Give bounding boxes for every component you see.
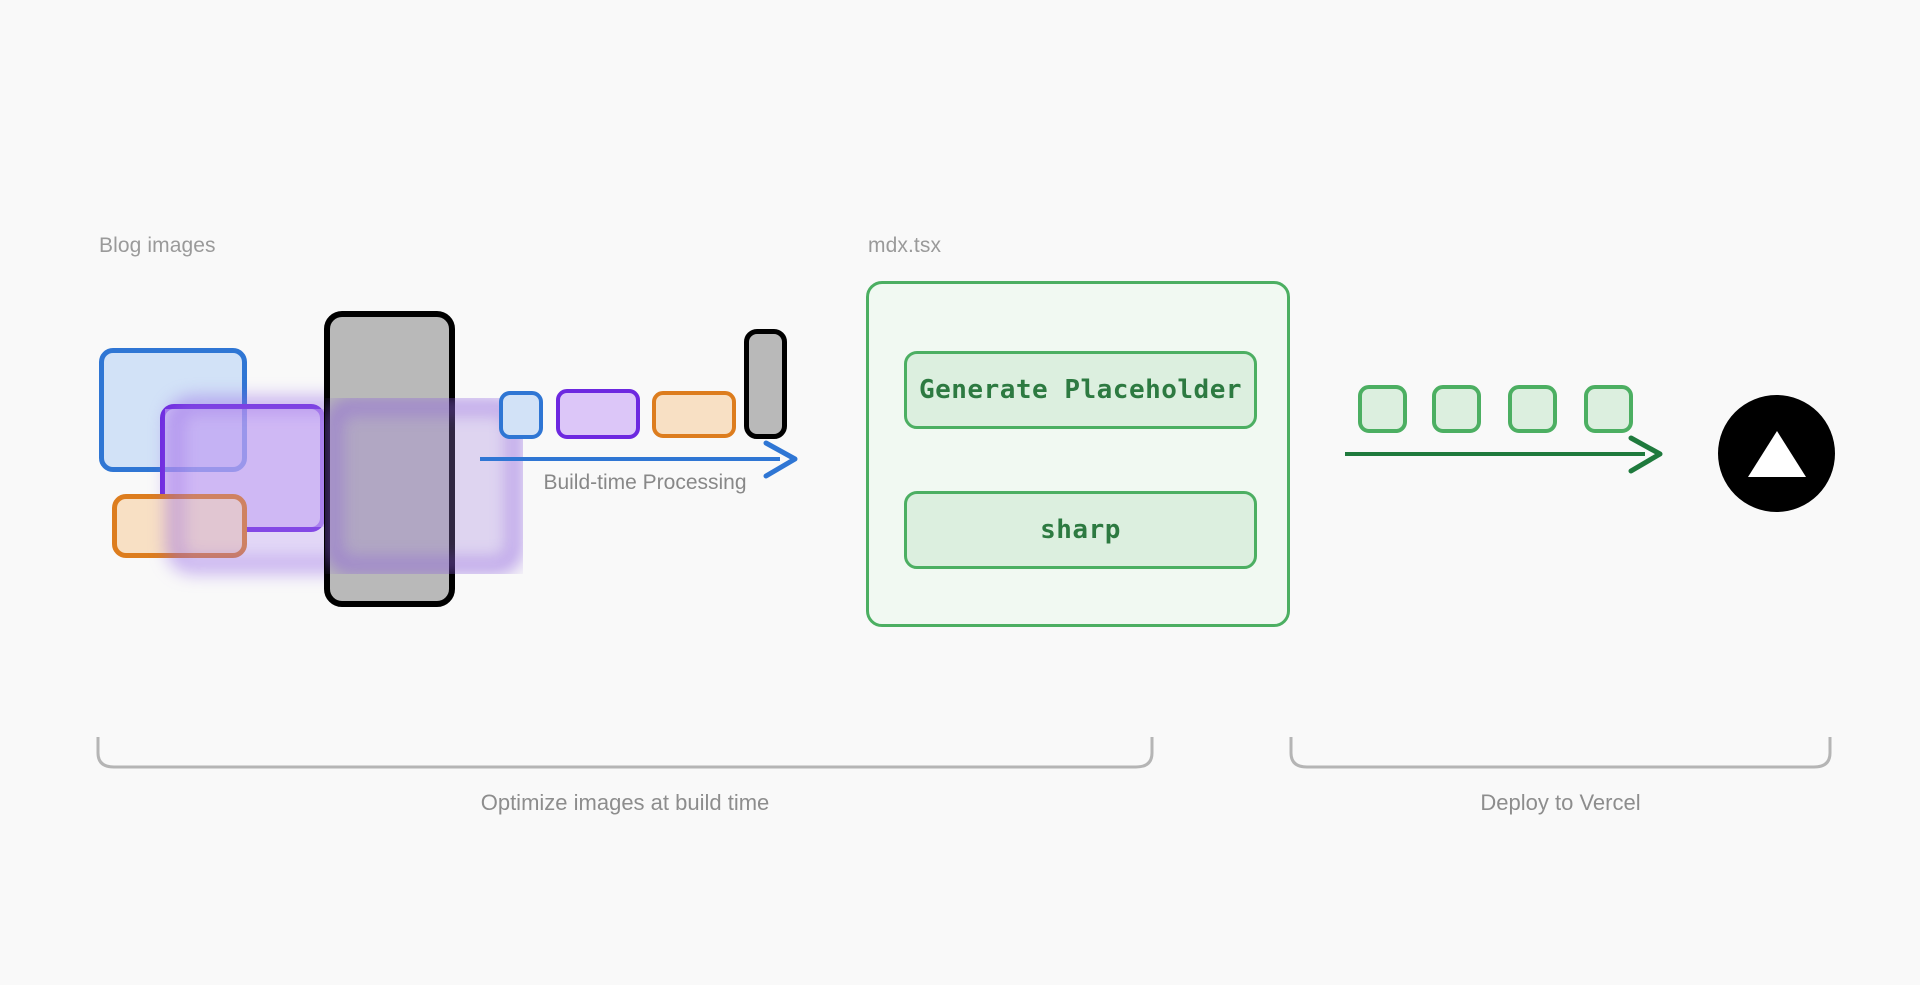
optimized-pill-purple <box>556 389 640 439</box>
optimized-pill-blue <box>499 391 543 439</box>
deploy-arrow <box>1345 435 1663 474</box>
optimized-pill-orange <box>652 391 736 438</box>
vercel-triangle-icon <box>1747 430 1806 477</box>
brace-optimize-label: Optimize images at build time <box>480 790 770 815</box>
blog-image-blur-ghost-device <box>325 398 523 574</box>
brace-deploy <box>1289 737 1832 769</box>
output-tile-4 <box>1584 385 1633 433</box>
mdx-item-generate-placeholder[interactable]: Generate Placeholder <box>904 351 1257 429</box>
optimized-pill-device <box>744 329 787 439</box>
output-tile-1 <box>1358 385 1407 433</box>
vercel-logo <box>1718 395 1835 512</box>
build-time-arrow <box>480 440 798 479</box>
mdx-caption: mdx.tsx <box>868 234 942 257</box>
mdx-item-sharp[interactable]: sharp <box>904 491 1257 569</box>
brace-optimize <box>96 737 1154 769</box>
mdx-panel: Generate Placeholder sharp <box>866 281 1290 627</box>
output-tile-2 <box>1432 385 1481 433</box>
blog-images-caption: Blog images <box>99 234 216 257</box>
build-time-arrow-label: Build-time Processing <box>543 471 747 494</box>
output-tile-3 <box>1508 385 1557 433</box>
brace-deploy-label: Deploy to Vercel <box>1480 790 1641 815</box>
